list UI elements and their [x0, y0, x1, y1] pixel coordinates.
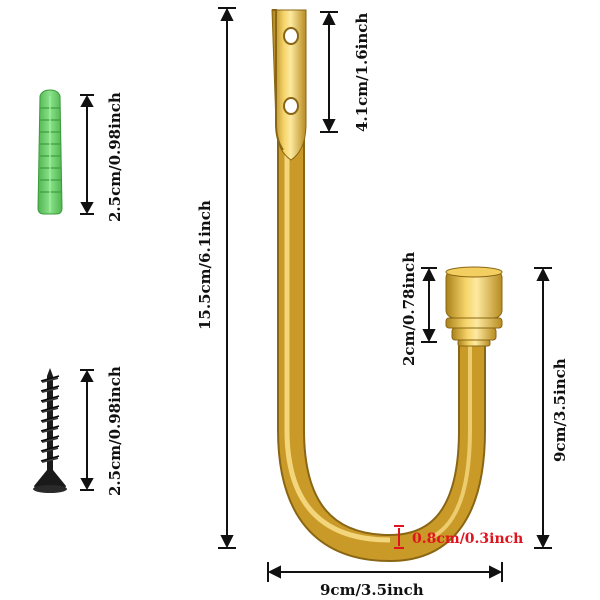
screw-icon: [33, 368, 67, 493]
mount-plate-dimension: [320, 11, 338, 133]
screw-length-label: 2.5cm/0.98inch: [106, 366, 124, 496]
width-dimension: [267, 562, 503, 582]
screw-length-dimension: [80, 369, 94, 491]
total-height-label: 15.5cm/6.1inch: [196, 200, 214, 330]
wall-anchor-icon: [37, 89, 63, 215]
tieback-hook-icon: [271, 9, 503, 563]
width-label: 9cm/3.5inch: [320, 581, 424, 599]
hook-height-label: 9cm/3.5inch: [551, 358, 569, 462]
anchor-length-dimension: [80, 94, 94, 215]
anchor-length-label: 2.5cm/0.98inch: [106, 92, 124, 222]
end-cap-label: 2cm/0.78inch: [400, 252, 418, 366]
hook-height-dimension: [534, 267, 552, 549]
thickness-label: 0.8cm/0.3inch: [412, 531, 523, 547]
thickness-dimension: [394, 525, 404, 549]
end-cap-dimension: [421, 267, 437, 343]
mount-plate-label: 4.1cm/1.6inch: [353, 13, 371, 132]
total-height-dimension: [218, 7, 236, 549]
